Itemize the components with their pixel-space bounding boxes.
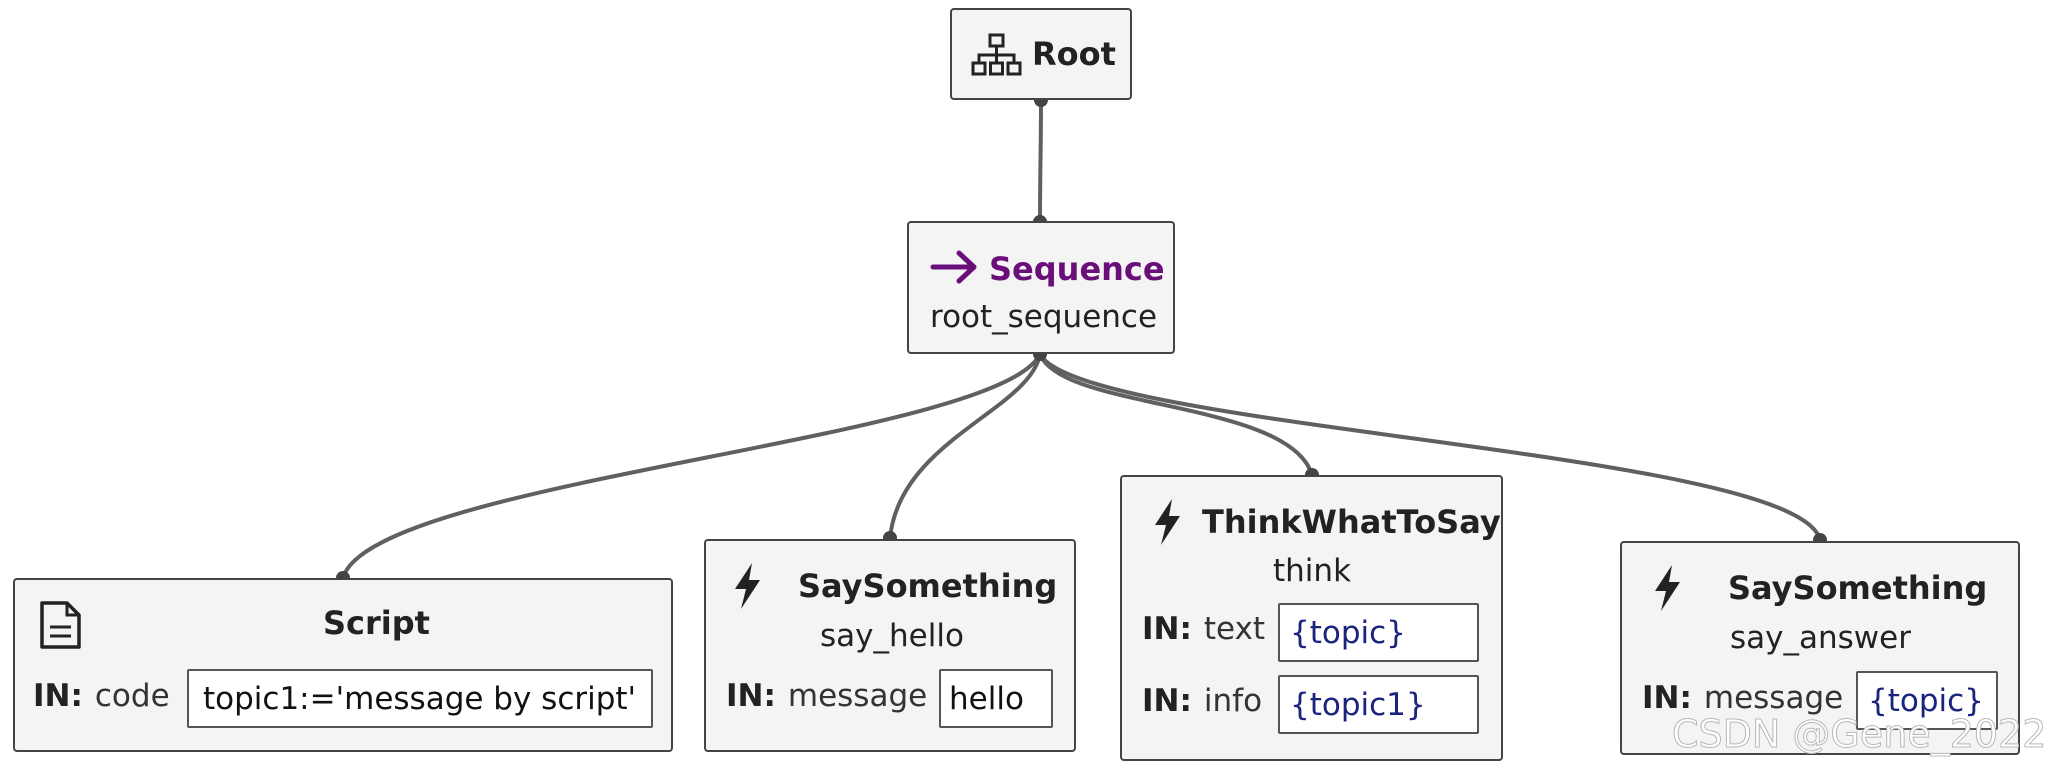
port-name: code xyxy=(94,678,170,714)
port-name: text xyxy=(1203,611,1266,647)
script-node[interactable]: Script IN: code topic1:='message by scri… xyxy=(13,578,673,752)
say-answer-port-message: IN: message xyxy=(1642,680,1843,716)
say-answer-node[interactable]: SaySomething say_answer IN: message {top… xyxy=(1620,541,2020,755)
think-text-value[interactable]: {topic} xyxy=(1278,603,1479,662)
think-title: ThinkWhatToSay xyxy=(1202,503,1501,541)
lightning-icon xyxy=(1655,565,1680,611)
edge-root-sequence xyxy=(1038,99,1043,223)
think-port-info: IN: info xyxy=(1142,683,1262,719)
sequence-node[interactable]: Sequence root_sequence xyxy=(907,221,1175,354)
say-hello-message-value[interactable]: hello xyxy=(939,669,1053,728)
say-answer-name: say_answer xyxy=(1730,620,1911,656)
port-direction: IN: xyxy=(1142,683,1192,719)
say-hello-title: SaySomething xyxy=(798,567,1058,605)
script-port-code: IN: code xyxy=(33,678,170,714)
root-title: Root xyxy=(1032,35,1116,73)
script-code-value[interactable]: topic1:='message by script' xyxy=(187,669,653,728)
think-port-text: IN: text xyxy=(1142,611,1265,647)
say-hello-name: say_hello xyxy=(820,618,964,654)
think-info-value[interactable]: {topic1} xyxy=(1278,675,1479,734)
think-name: think xyxy=(1273,553,1352,589)
say-hello-node[interactable]: SaySomething say_hello IN: message hello xyxy=(704,539,1076,752)
hierarchy-icon xyxy=(971,33,1022,76)
say-hello-port-message: IN: message xyxy=(726,678,927,714)
port-direction: IN: xyxy=(1642,680,1692,716)
document-icon xyxy=(40,601,81,649)
sequence-name: root_sequence xyxy=(930,299,1158,335)
sequence-title: Sequence xyxy=(989,250,1165,288)
edge-sequence-say-hello xyxy=(888,353,1042,539)
edge-sequence-say-answer xyxy=(1038,352,1822,541)
port-direction: IN: xyxy=(1142,611,1192,647)
port-name: message xyxy=(787,678,928,714)
port-name: message xyxy=(1703,680,1844,716)
say-answer-message-value[interactable]: {topic} xyxy=(1856,671,1998,730)
script-title: Script xyxy=(323,604,430,642)
say-answer-title: SaySomething xyxy=(1728,569,1988,607)
arrow-right-icon xyxy=(930,250,977,284)
edge-sequence-think xyxy=(1038,353,1314,476)
port-direction: IN: xyxy=(726,678,776,714)
lightning-icon xyxy=(1155,499,1180,545)
edge-sequence-script xyxy=(341,353,1042,579)
port-name: info xyxy=(1203,683,1263,719)
think-node[interactable]: ThinkWhatToSay think IN: text {topic} IN… xyxy=(1120,475,1503,761)
port-direction: IN: xyxy=(33,678,83,714)
root-node[interactable]: Root xyxy=(950,8,1132,100)
watermark: CSDN @Gene_2022 xyxy=(1671,712,2046,757)
lightning-icon xyxy=(735,563,760,609)
